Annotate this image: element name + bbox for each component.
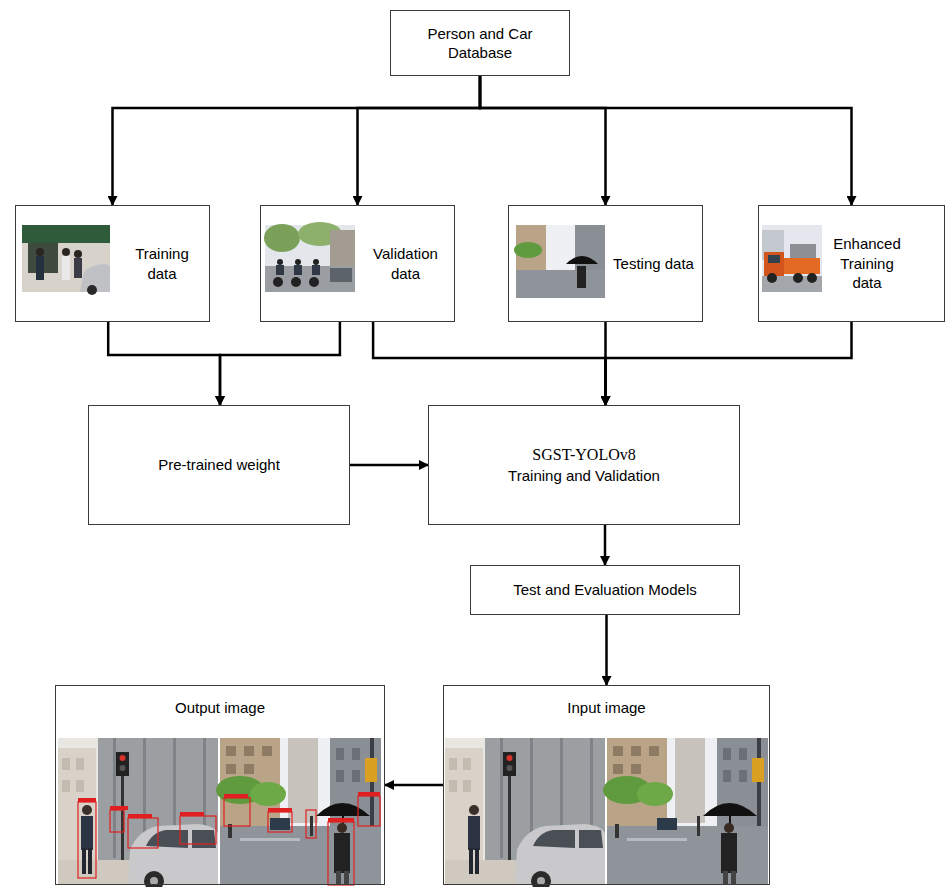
dataset-box: Validation data	[260, 205, 455, 322]
connector-arrow	[113, 76, 481, 205]
node-label: Input image	[567, 698, 645, 718]
connector-arrow	[385, 784, 443, 787]
training-thumbnail	[22, 225, 110, 295]
output-photo-umbrella	[216, 738, 381, 885]
process-box: Pre-trained weight	[88, 405, 350, 525]
database-box: Person and Car Database	[390, 10, 570, 76]
input-photo-street	[445, 738, 605, 887]
node-label: Testing data	[611, 254, 696, 274]
node-label: Test and Evaluation Models	[513, 580, 696, 600]
connector-arrow	[480, 76, 606, 205]
connector-arrow	[350, 464, 428, 467]
node-label: Enhanced Training data	[827, 234, 907, 293]
text-column: Enhanced Training data	[827, 234, 907, 293]
process-box: Test and Evaluation Models	[470, 565, 740, 615]
dataset-box: Testing data	[508, 205, 703, 322]
node-label: Training data	[121, 244, 203, 283]
connector-arrow	[606, 322, 852, 405]
node-label: Person and Car Database	[401, 24, 559, 63]
text-column: Validation data	[363, 244, 448, 283]
dataset-box: Training data	[15, 205, 210, 322]
node-label: Validation data	[363, 244, 448, 283]
connector-arrow	[108, 322, 220, 405]
process-box: SGST-YOLOv8Training and Validation	[428, 405, 740, 525]
text-column: Training data	[121, 244, 203, 283]
node-heading: SGST-YOLOv8	[532, 445, 635, 466]
connector-arrow	[358, 76, 481, 205]
connector-arrow	[373, 322, 605, 405]
dataset-box: Enhanced Training data	[758, 205, 945, 322]
validation-thumbnail	[264, 222, 355, 292]
testing-thumbnail	[514, 225, 605, 298]
text-column: Testing data	[611, 254, 696, 274]
connector-arrow	[604, 525, 607, 565]
input-photo-umbrella	[603, 738, 768, 885]
node-label: Pre-trained weight	[158, 455, 280, 475]
output-photo-street	[58, 738, 218, 887]
connector-arrow	[480, 76, 852, 205]
image-panel: Output image	[55, 685, 385, 885]
enhanced-thumbnail	[762, 225, 822, 292]
node-label: Output image	[175, 698, 265, 718]
image-panel: Input image	[443, 685, 770, 885]
node-label: Training and Validation	[508, 466, 660, 486]
connector-arrow	[605, 615, 608, 685]
connector-arrow	[220, 322, 340, 405]
